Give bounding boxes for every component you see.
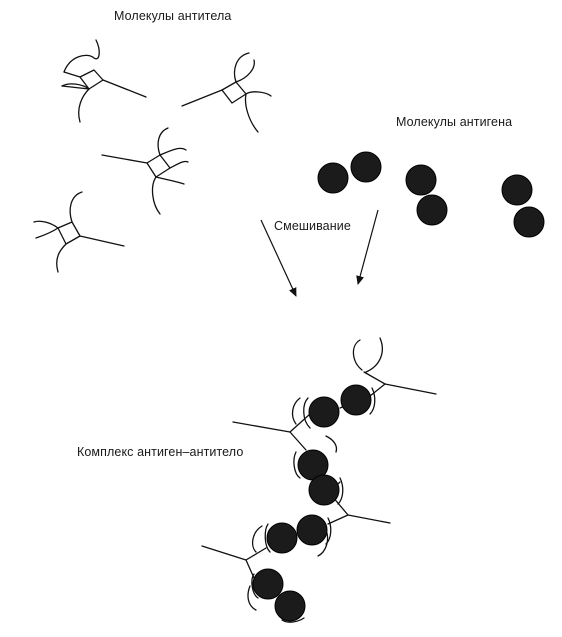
complex-antigen-c xyxy=(266,514,328,554)
complex xyxy=(201,337,437,623)
complex-antigen-b xyxy=(297,449,340,506)
antigen-molecules-label: Молекулы антигена xyxy=(396,115,513,129)
complex-binding-arcs xyxy=(251,387,376,623)
mixing-arrow-right xyxy=(356,209,379,285)
antibody-molecule-4 xyxy=(33,191,125,273)
complex-antigen-d xyxy=(252,568,306,622)
antigen-molecule-2 xyxy=(405,164,448,226)
antibody-molecule-2 xyxy=(181,52,272,133)
mixing-label: Смешивание xyxy=(274,219,351,233)
mixing-arrow-left xyxy=(260,219,297,297)
antigen-molecule-1 xyxy=(317,151,382,194)
complex-label: Комплекс антиген–антитело xyxy=(77,445,244,459)
antibody-molecule-3 xyxy=(101,127,189,215)
complex-antigen-a xyxy=(308,384,372,428)
antibody-molecule-1 xyxy=(61,39,147,123)
complex-antibody-4 xyxy=(201,525,267,611)
complex-antibody-2 xyxy=(232,397,338,453)
antigen-molecule-3 xyxy=(501,174,545,238)
antibody-molecules-label: Молекулы антитела xyxy=(114,9,232,23)
